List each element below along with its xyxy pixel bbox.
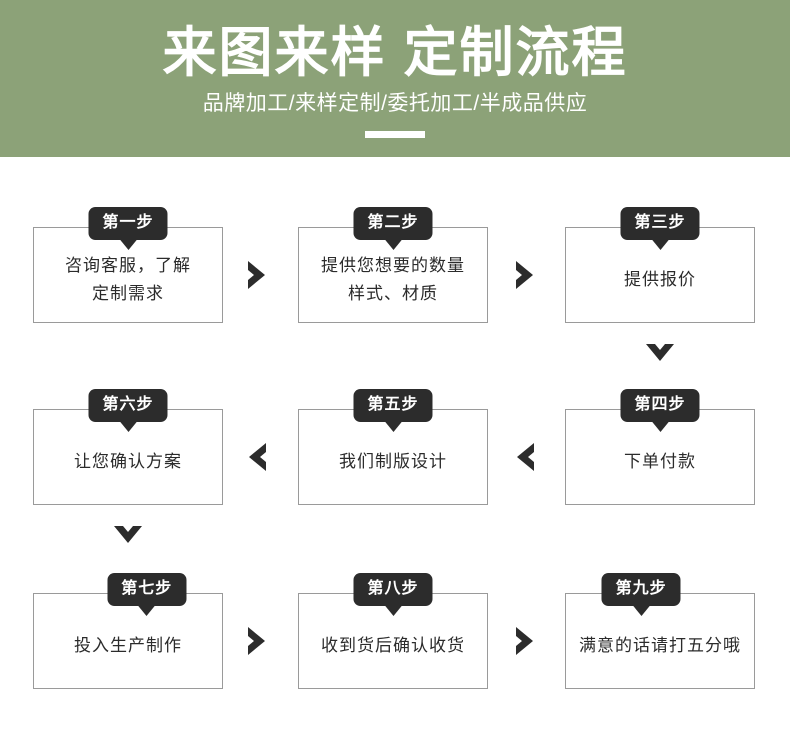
chevron-down-icon [646, 344, 674, 361]
connector-step3-to-step4 [638, 333, 682, 377]
page-subtitle: 品牌加工/来样定制/委托加工/半成品供应 [202, 92, 588, 115]
chevron-right-icon [248, 627, 265, 655]
step-label-1: 咨询客服，了解 定制需求 [65, 256, 191, 303]
step-label-7: 投入生产制作 [74, 636, 182, 655]
chevron-down-icon [114, 526, 142, 543]
connector-step6-to-step7 [106, 515, 150, 559]
step-card-5[interactable]: 第五步 我们制版设计 [298, 389, 488, 505]
step-card-8[interactable]: 第八步 收到货后确认收货 [298, 573, 488, 689]
chevron-left-icon [517, 443, 534, 471]
step-card-2-body: 提供您想要的数量 样式、材质 [299, 228, 487, 322]
chevron-right-icon [516, 627, 533, 655]
step-card-7[interactable]: 第七步 投入生产制作 [33, 573, 223, 689]
step-badge-9: 第九步 [601, 573, 681, 606]
step-label-2: 提供您想要的数量 样式、材质 [321, 256, 465, 303]
process-flow-diagram: 第一步 咨询客服，了解 定制需求 第二步 提供您想要的数量 样式、材质 第三步 … [0, 157, 790, 752]
step-card-8-body: 收到货后确认收货 [299, 594, 487, 688]
step-card-4-body: 下单付款 [566, 410, 754, 504]
step-label-3: 提供报价 [624, 270, 696, 289]
step-badge-1: 第一步 [88, 207, 168, 240]
connector-step7-to-step8 [235, 619, 279, 663]
step-label-4: 下单付款 [624, 452, 696, 471]
title-underline-rule [365, 131, 425, 138]
step-card-7-body: 投入生产制作 [34, 594, 222, 688]
step-badge-2: 第二步 [353, 207, 433, 240]
connector-step1-to-step2 [235, 253, 279, 297]
step-card-4[interactable]: 第四步 下单付款 [565, 389, 755, 505]
connector-step5-to-step6 [235, 435, 279, 479]
step-badge-8: 第八步 [353, 573, 433, 606]
step-card-1[interactable]: 第一步 咨询客服，了解 定制需求 [33, 207, 223, 323]
step-card-1-body: 咨询客服，了解 定制需求 [34, 228, 222, 322]
page-title: 来图来样 定制流程 [162, 23, 628, 83]
connector-step8-to-step9 [503, 619, 547, 663]
page-header-banner: 来图来样 定制流程 品牌加工/来样定制/委托加工/半成品供应 [0, 0, 790, 157]
step-badge-5: 第五步 [353, 389, 433, 422]
step-card-2[interactable]: 第二步 提供您想要的数量 样式、材质 [298, 207, 488, 323]
chevron-left-icon [249, 443, 266, 471]
step-label-6: 让您确认方案 [74, 452, 182, 471]
step-card-9-body: 满意的话请打五分哦 [566, 594, 754, 688]
step-badge-6: 第六步 [88, 389, 168, 422]
step-badge-3: 第三步 [620, 207, 700, 240]
step-card-3[interactable]: 第三步 提供报价 [565, 207, 755, 323]
connector-step4-to-step5 [503, 435, 547, 479]
step-badge-7: 第七步 [107, 573, 187, 606]
connector-step2-to-step3 [503, 253, 547, 297]
step-card-6-body: 让您确认方案 [34, 410, 222, 504]
step-label-9: 满意的话请打五分哦 [579, 636, 741, 655]
chevron-right-icon [248, 261, 265, 289]
step-card-3-body: 提供报价 [566, 228, 754, 322]
step-card-6[interactable]: 第六步 让您确认方案 [33, 389, 223, 505]
chevron-right-icon [516, 261, 533, 289]
step-card-5-body: 我们制版设计 [299, 410, 487, 504]
step-label-5: 我们制版设计 [339, 452, 447, 471]
step-card-9[interactable]: 第九步 满意的话请打五分哦 [565, 573, 755, 689]
step-badge-4: 第四步 [620, 389, 700, 422]
step-label-8: 收到货后确认收货 [321, 636, 465, 655]
